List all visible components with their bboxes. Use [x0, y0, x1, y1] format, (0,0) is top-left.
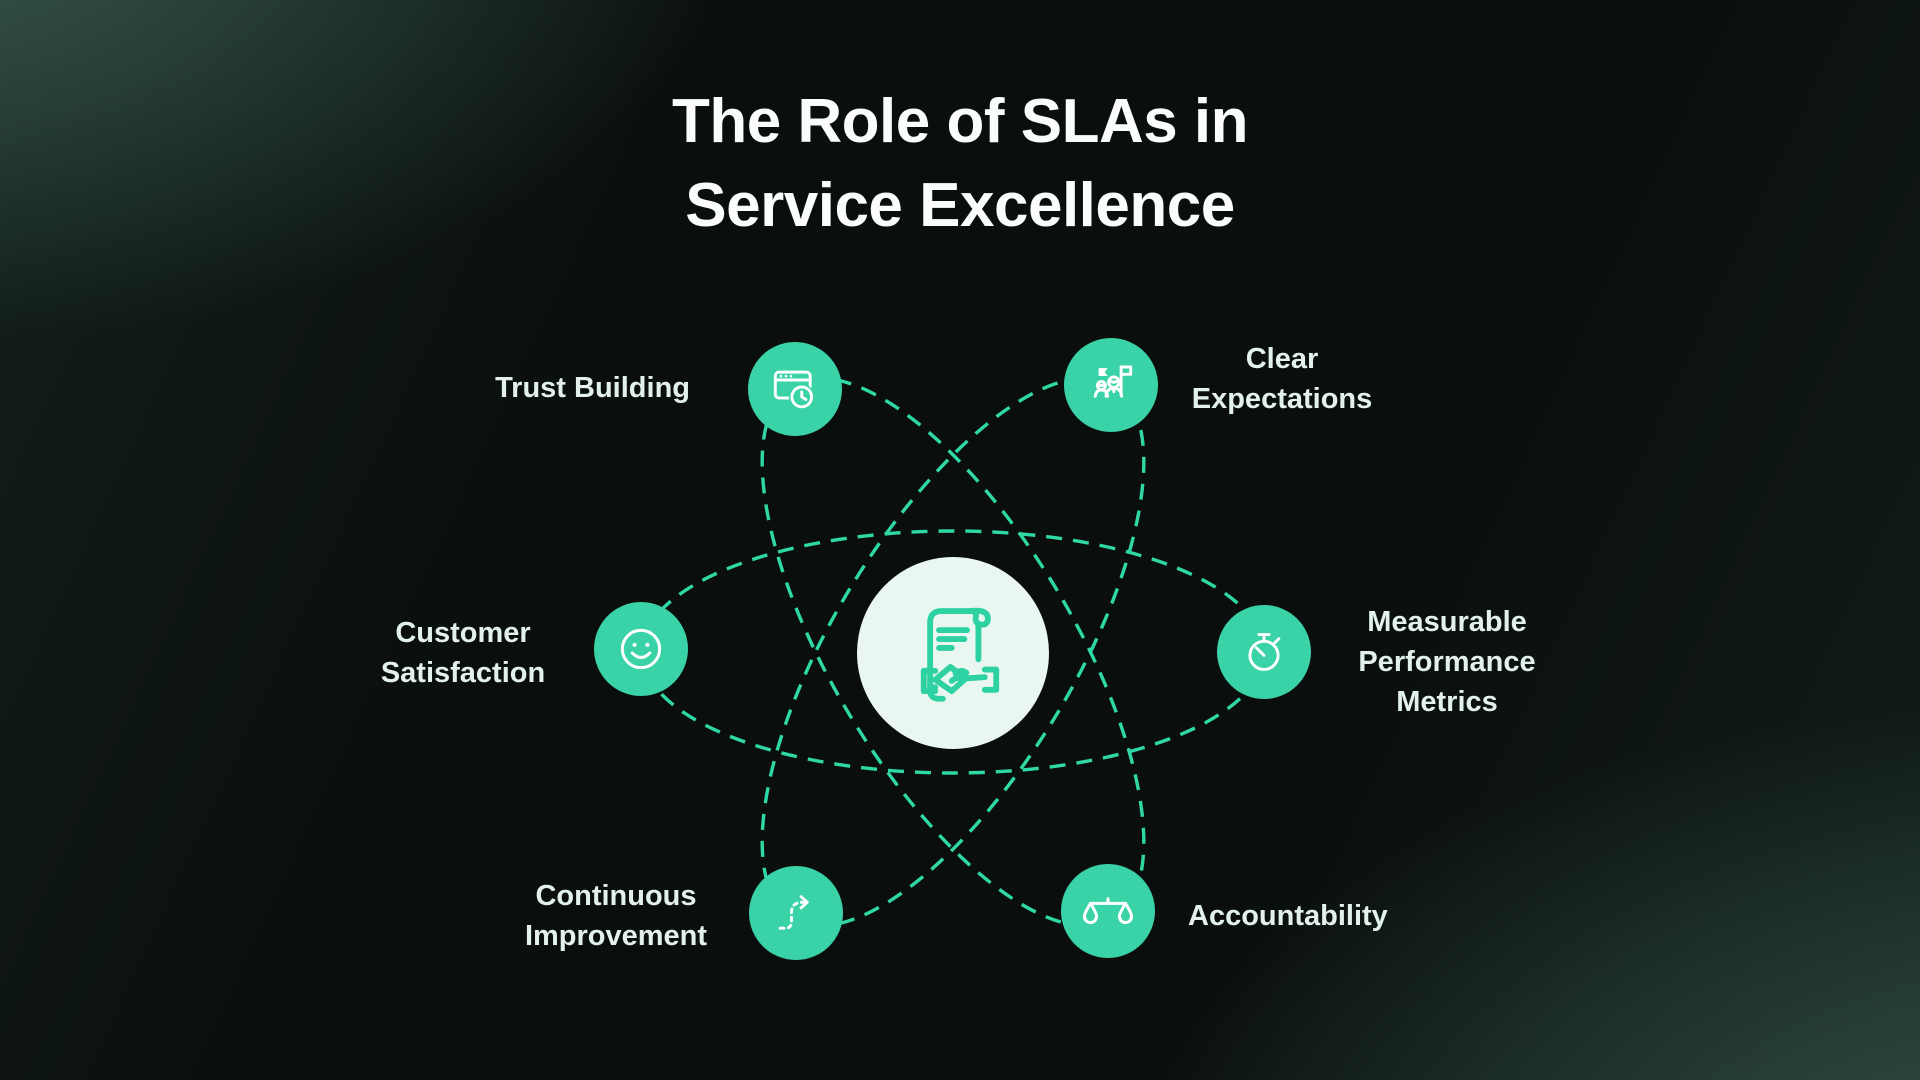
- node-label-customer-satisfaction: Customer Satisfaction: [380, 617, 546, 689]
- team-goal-flag-icon: [1093, 365, 1133, 398]
- smiley-face-icon: [620, 628, 662, 670]
- node-accountability: [1061, 864, 1155, 958]
- node-continuous-improvement: [749, 866, 843, 960]
- node-measurable-performance-metrics: [1217, 605, 1311, 699]
- stopwatch-icon: [1248, 633, 1281, 671]
- hub-circle: [857, 557, 1049, 749]
- node-trust-building: [748, 342, 842, 436]
- dashed-path-arrow-icon: [778, 895, 809, 930]
- node-label-clear-expectations: Clear Expectations: [1191, 343, 1373, 415]
- browser-window-clock-icon: [773, 370, 815, 410]
- page-title: The Role of SLAs in Service Excellence: [671, 87, 1249, 240]
- node-customer-satisfaction: [594, 602, 688, 696]
- node-label-accountability: Accountability: [1188, 900, 1388, 932]
- node-clear-expectations: [1064, 338, 1158, 432]
- node-label-trust-building: Trust Building: [495, 372, 690, 404]
- balance-scale-icon: [1082, 897, 1134, 925]
- node-label-continuous-improvement: Continuous Improvement: [524, 880, 708, 952]
- node-label-measurable-performance-metrics: Measurable Performance Metrics: [1358, 606, 1536, 718]
- sla-contract-handshake-icon: [920, 607, 1000, 702]
